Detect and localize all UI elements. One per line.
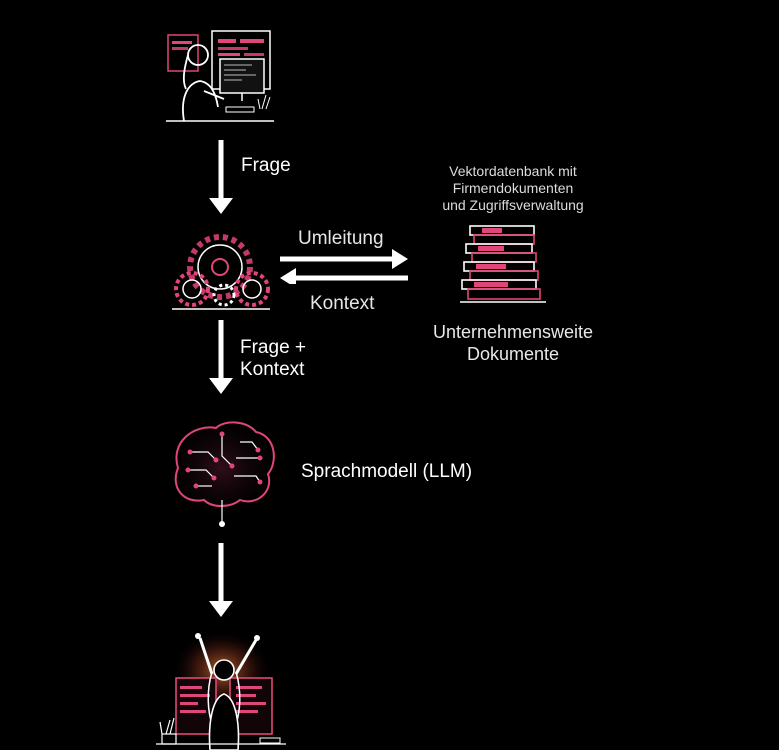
enterprise-documents-line-2: Dokumente: [466, 344, 560, 364]
step-label-frage-kontext-line-2: Kontext: [240, 359, 305, 380]
vector-db-line-1: Vektordatenbank mit: [449, 163, 577, 179]
step-label-frage-kontext-line-1: Frage +: [240, 337, 307, 358]
step-label-frage: Frage: [241, 155, 291, 176]
brain-circuit-icon: [160, 412, 284, 528]
enterprise-documents-line-1: Unternehmensweite: [432, 322, 594, 342]
user-at-computer-icon: [162, 25, 278, 125]
arrow-down-icon: [209, 543, 233, 619]
llm-label: Sprachmodell (LLM): [301, 461, 473, 482]
gears-icon: [168, 227, 274, 313]
book-stack-icon: [460, 222, 548, 308]
bidirectional-arrows-icon: [278, 248, 410, 284]
arrow-down-icon: [209, 140, 233, 216]
celebrating-user-icon: [156, 628, 286, 750]
step-label-kontext: Kontext: [310, 293, 375, 314]
step-label-frage-kontext: Frage + Kontext: [240, 337, 306, 381]
vector-db-description: Vektordatenbank mit Firmendokumenten und…: [420, 163, 606, 214]
vector-db-line-3: und Zugriffsverwaltung: [442, 197, 584, 213]
step-label-umleitung: Umleitung: [298, 228, 384, 249]
arrow-down-icon: [209, 320, 233, 396]
enterprise-documents-caption: Unternehmensweite Dokumente: [410, 321, 616, 365]
vector-db-line-2: Firmendokumenten: [452, 180, 574, 196]
